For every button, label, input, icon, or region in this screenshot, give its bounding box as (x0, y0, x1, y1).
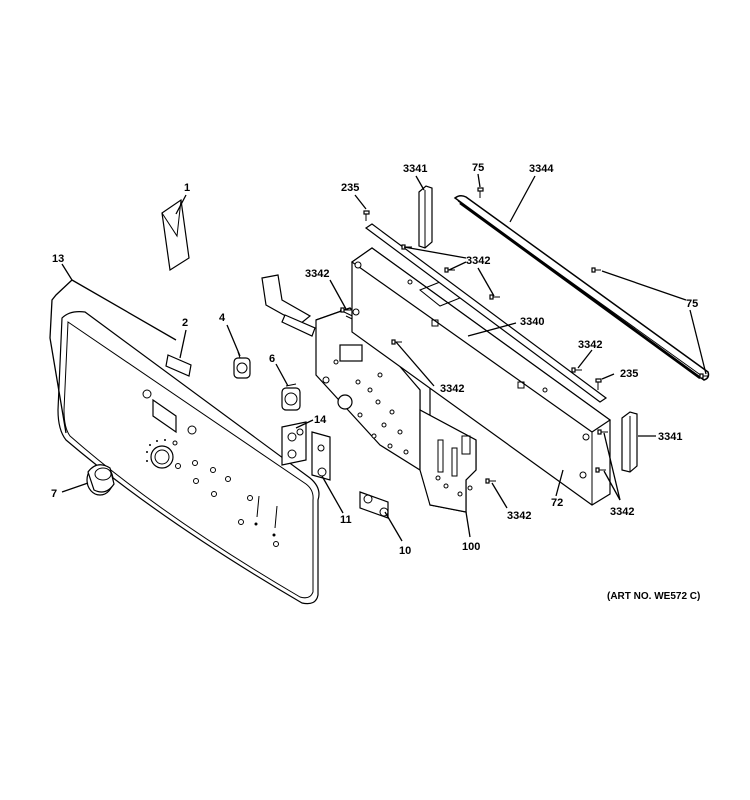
part-1-literature-envelope (161, 198, 190, 272)
part-7-knob (86, 464, 115, 496)
label-75-right: 75 (686, 298, 698, 310)
part-13-control-panel (57, 311, 320, 605)
label-3342-top: 3342 (466, 255, 490, 267)
screw-3342-f (571, 367, 582, 373)
part-3341-end-cap-upper (418, 185, 433, 249)
label-100: 100 (462, 541, 480, 553)
label-3344: 3344 (529, 163, 554, 175)
screw-3342-g (485, 478, 496, 484)
screw-75-upper (477, 187, 484, 198)
screw-3342-e (391, 339, 402, 345)
label-2: 2 (182, 317, 188, 329)
part-100-control-board (315, 307, 477, 513)
label-3342-bottom: 3342 (507, 510, 531, 522)
label-11: 11 (340, 514, 352, 526)
screw-235-lower (595, 378, 602, 390)
label-3342-bottom-right: 3342 (610, 506, 634, 518)
label-14: 14 (314, 414, 327, 426)
part-labels: 1 13 2 4 6 14 7 11 10 100 72 3340 3341 3… (51, 162, 700, 602)
label-72: 72 (551, 497, 563, 509)
part-10-clip (359, 491, 389, 519)
ribbon-cable (261, 274, 316, 337)
label-75-upper: 75 (472, 162, 484, 174)
label-235-upper: 235 (341, 182, 359, 194)
label-3341-lower: 3341 (658, 431, 682, 443)
screw-3342-c (489, 294, 500, 300)
screw-75-right-b (699, 373, 709, 379)
part-4-switch (233, 351, 251, 379)
screw-235-upper (363, 210, 370, 221)
screw-3342-b (444, 267, 455, 273)
part-6-switch (281, 383, 301, 411)
part-11-bracket (311, 431, 331, 481)
label-13: 13 (52, 253, 64, 265)
leader-lines (49, 173, 707, 542)
label-3342-center: 3342 (440, 383, 464, 395)
part-3340-rear-housing (350, 247, 612, 506)
part-2-button-lens (165, 354, 192, 377)
label-3341-upper: 3341 (403, 163, 427, 175)
label-3340: 3340 (520, 316, 544, 328)
part-rail (364, 223, 608, 403)
label-7: 7 (51, 488, 57, 500)
screw-3342-h (597, 429, 608, 435)
label-4: 4 (219, 312, 226, 324)
label-10: 10 (399, 545, 411, 557)
part-3341-end-cap-lower (621, 411, 638, 473)
label-235-lower: 235 (620, 368, 638, 380)
screw-75-right-a (591, 267, 601, 273)
art-number-caption: (ART NO. WE572 C) (607, 591, 700, 602)
label-3342-left: 3342 (305, 268, 329, 280)
label-3342-right: 3342 (578, 339, 602, 351)
part-14-bracket (281, 421, 307, 466)
label-1: 1 (184, 182, 190, 194)
screw-3342-i (595, 467, 606, 473)
part-3344-trim-strip (453, 194, 710, 381)
label-6: 6 (269, 353, 275, 365)
screw-3342-d (340, 307, 351, 313)
